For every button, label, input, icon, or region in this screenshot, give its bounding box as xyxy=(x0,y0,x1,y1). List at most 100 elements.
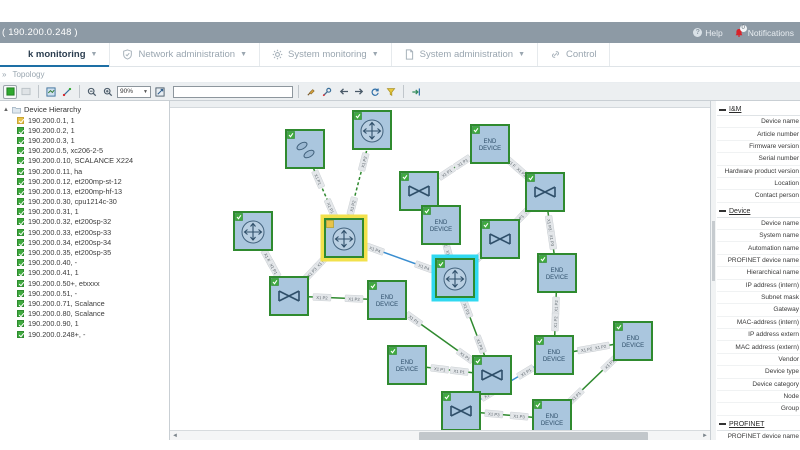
help-button[interactable]: ? Help xyxy=(693,28,723,38)
tree-item-label: 190.200.0.80, Scalance xyxy=(28,309,105,319)
edit-icon[interactable] xyxy=(44,85,58,99)
collapse-icon[interactable] xyxy=(719,210,726,213)
tree-item[interactable]: 190.200.0.33, et200sp-33 xyxy=(3,227,169,237)
scrollbar-thumb[interactable] xyxy=(419,431,648,441)
topology-node[interactable] xyxy=(525,172,565,212)
filter-icon[interactable] xyxy=(384,85,398,99)
toolbar-separator xyxy=(403,85,404,98)
tree-item[interactable]: 190.200.0.12, et200mp-st-12 xyxy=(3,176,169,186)
topology-node[interactable] xyxy=(480,219,520,259)
svg-text:X1 P2: X1 P2 xyxy=(507,159,519,171)
tree-item[interactable]: 190.200.0.71, Scalance xyxy=(3,298,169,308)
tree-item-label: 190.200.0.32, et200sp-32 xyxy=(28,217,112,227)
tree-item-label: 190.200.0.50+, etxxxx xyxy=(28,278,100,288)
properties-section-header[interactable]: Device xyxy=(717,203,800,218)
switch-icon xyxy=(534,186,556,198)
collapse-icon[interactable] xyxy=(719,108,726,111)
properties-scrollbar[interactable] xyxy=(711,101,716,450)
notifications-button[interactable]: 0 Notifications xyxy=(733,24,794,39)
tree-item[interactable]: 190.200.0.11, ha xyxy=(3,166,169,176)
collapse-icon[interactable] xyxy=(719,423,726,426)
tree-item[interactable]: 190.200.0.32, et200sp-32 xyxy=(3,217,169,227)
topology-node[interactable] xyxy=(472,355,512,395)
tree-item[interactable]: 190.200.0.50+, etxxxx xyxy=(3,278,169,288)
scroll-left-arrow[interactable]: ◄ xyxy=(172,433,178,439)
tab-network-monitoring[interactable]: k monitoring ▼ xyxy=(0,43,111,67)
tab-control[interactable]: Control xyxy=(538,43,610,66)
topology-node[interactable] xyxy=(431,254,479,302)
topology-node[interactable] xyxy=(269,276,309,316)
scroll-right-arrow[interactable]: ► xyxy=(702,433,708,439)
refresh-icon[interactable] xyxy=(368,85,382,99)
folder-icon xyxy=(12,106,21,114)
tree-item[interactable]: 190.200.0.30, cpu1214c-30 xyxy=(3,197,169,207)
zoom-out-icon[interactable] xyxy=(85,85,99,99)
export-icon[interactable] xyxy=(409,85,423,99)
tree-item[interactable]: 190.200.0.5, xc206-2-5 xyxy=(3,146,169,156)
tree-item[interactable]: 190.200.0.248+, - xyxy=(3,329,169,339)
status-ok-icon xyxy=(17,238,24,246)
arrow-left-icon[interactable] xyxy=(336,85,350,99)
tree-item[interactable]: 190.200.0.41, 1 xyxy=(3,268,169,278)
properties-section-header[interactable]: I&M xyxy=(717,101,800,116)
tree-item[interactable]: 190.200.0.10, SCALANCE X224 xyxy=(3,156,169,166)
search-input[interactable] xyxy=(173,85,293,98)
tree-item[interactable]: 190.200.0.90, 1 xyxy=(3,319,169,329)
tree-item-label: 190.200.0.51, - xyxy=(28,288,78,298)
tree-item[interactable]: 190.200.0.3, 1 xyxy=(3,135,169,145)
tab-system-monitoring[interactable]: System monitoring ▼ xyxy=(260,43,392,66)
tree-item[interactable]: 190.200.0.80, Scalance xyxy=(3,309,169,319)
tree-item[interactable]: 190.200.0.35, et200sp-35 xyxy=(3,247,169,257)
zoom-in-icon[interactable] xyxy=(101,85,115,99)
node-box[interactable] xyxy=(421,205,461,245)
tree-item[interactable]: 190.200.0.13, et200mp-hf-13 xyxy=(3,186,169,196)
node-status-check-icon xyxy=(355,113,361,119)
tree-item[interactable]: 190.200.0.34, et200sp-34 xyxy=(3,237,169,247)
chevron-expanded-icon[interactable]: ▲ xyxy=(3,106,9,113)
tree-root-node[interactable]: ▲ Device Hierarchy xyxy=(3,104,169,115)
topology-node[interactable] xyxy=(441,391,481,431)
zoom-level-select[interactable]: 90% ▼ xyxy=(117,85,151,98)
tab-network-administration[interactable]: Network administration ▼ xyxy=(110,43,261,66)
topology-node[interactable] xyxy=(233,211,273,251)
tree-item[interactable]: 190.200.0.40, - xyxy=(3,258,169,268)
pin-icon[interactable] xyxy=(304,85,318,99)
tree-item[interactable]: 190.200.0.1, 1 xyxy=(3,115,169,125)
breadcrumb-current[interactable]: Topology xyxy=(12,70,45,79)
arrow-right-icon[interactable] xyxy=(352,85,366,99)
tree-item[interactable]: 190.200.0.51, - xyxy=(3,288,169,298)
end-device-label: END xyxy=(435,220,448,226)
link-port-label: X1 P3 xyxy=(547,230,557,250)
tree-item-label: 190.200.0.5, xc206-2-5 xyxy=(28,146,104,156)
topology-node[interactable] xyxy=(399,171,439,211)
help-icon: ? xyxy=(693,28,703,37)
properties-section-header[interactable]: PROFINET xyxy=(717,416,800,431)
topology-node[interactable] xyxy=(320,214,368,262)
scrollbar-track[interactable] xyxy=(180,431,700,441)
svg-text:X1 P1: X1 P1 xyxy=(453,368,466,374)
stop-green-icon[interactable] xyxy=(3,84,17,99)
tab-system-administration[interactable]: System administration ▼ xyxy=(392,43,539,66)
tree-item[interactable]: 190.200.0.2, 1 xyxy=(3,125,169,135)
canvas-horizontal-scrollbar[interactable]: ◄ ► xyxy=(170,430,710,441)
wrench-icon[interactable] xyxy=(320,85,334,99)
tree-item[interactable]: 190.200.0.31, 1 xyxy=(3,207,169,217)
properties-scrollbar-thumb[interactable] xyxy=(712,221,715,281)
topology-node[interactable] xyxy=(352,110,392,150)
fit-to-screen-icon[interactable] xyxy=(153,85,167,99)
measure-icon[interactable] xyxy=(60,85,74,99)
topology-node[interactable] xyxy=(285,129,325,169)
status-ok-icon xyxy=(17,249,24,257)
